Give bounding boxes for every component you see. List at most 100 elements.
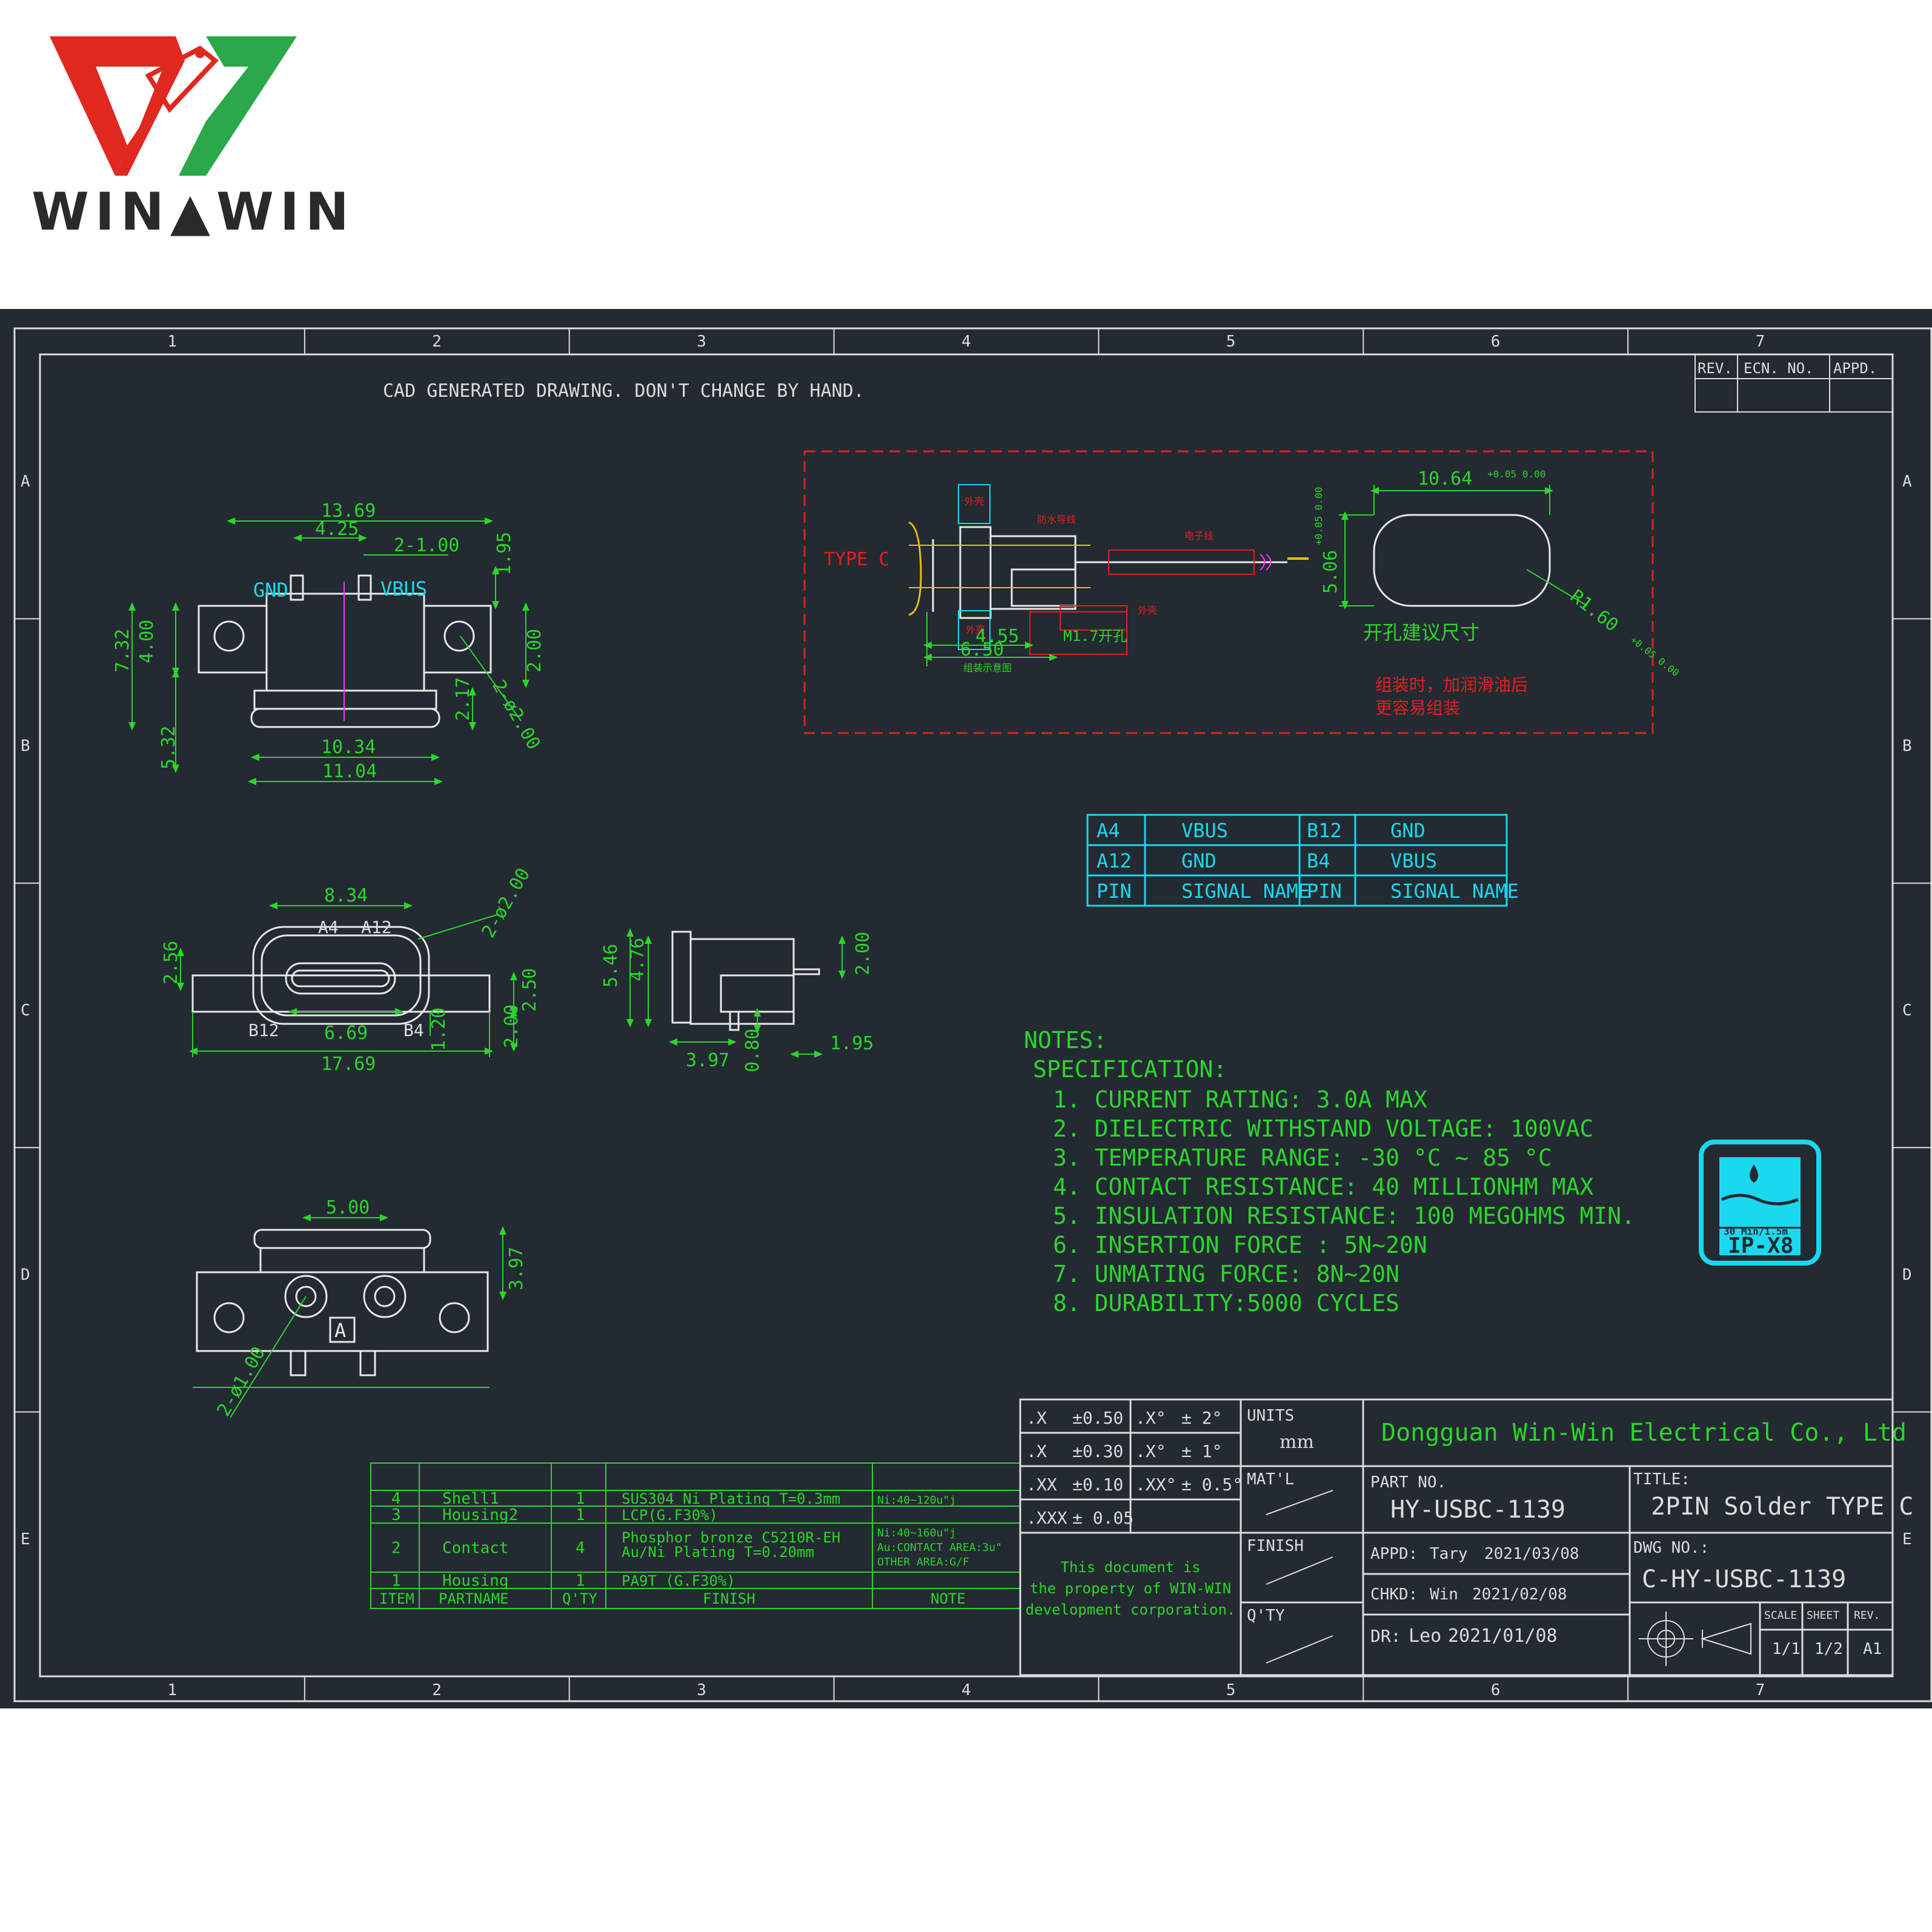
drawing-title: 2PIN Solder TYPE C	[1651, 1493, 1913, 1521]
tolerance-cell: ± 1°	[1181, 1441, 1222, 1461]
note-item: 8. DURABILITY:5000 CYCLES	[1053, 1290, 1399, 1316]
tolerance-cell: ±0.50	[1072, 1408, 1123, 1428]
tolerance-cell: ± 0.5°	[1181, 1475, 1243, 1495]
dim-10-64: 10.64	[1418, 468, 1472, 490]
ip-x8-badge	[1699, 1140, 1821, 1266]
zone-col-label: 1	[167, 333, 177, 351]
pin-table-cell: SIGNAL NAME	[1181, 880, 1310, 903]
dim-2-dia-2-00: 2-ø2.00	[488, 677, 545, 754]
label-waterproof-wire: 防水导线	[1037, 514, 1076, 525]
bom-partname: Contact	[442, 1539, 509, 1558]
tolerance-cell: .X°	[1135, 1441, 1166, 1461]
dim-0-80: 0.80	[742, 1029, 763, 1072]
bottom-mark-a: A	[334, 1319, 346, 1342]
dim-10-34: 10.34	[321, 737, 376, 758]
dim-r1-60-tol: +0.05 0.00	[1628, 634, 1682, 679]
pin-a12: A12	[361, 917, 392, 937]
bom-header: Q'TY	[562, 1590, 597, 1607]
pin-table-cell: GND	[1181, 849, 1217, 872]
zone-col-label: 2	[432, 333, 442, 351]
bom-qty: 1	[576, 1490, 585, 1508]
bom-item: 3	[391, 1506, 401, 1524]
bom-note: OTHER AREA:G/F	[877, 1556, 969, 1569]
appd-date: 2021/03/08	[1484, 1545, 1579, 1563]
bom-partname: Shell1	[442, 1490, 499, 1508]
label-shell-3: 外壳	[966, 624, 985, 636]
tolerance-cell: ± 0.05	[1072, 1508, 1134, 1528]
dim-5-06-tol: +0.05 0.00	[1313, 487, 1324, 545]
bom-partname: Housing	[442, 1572, 509, 1590]
note-item: 3. TEMPERATURE RANGE: -30 °C ~ 85 °C	[1053, 1144, 1552, 1171]
rev-col: REV.	[1698, 360, 1733, 377]
zone-row-label: B	[21, 737, 30, 755]
front-view	[177, 902, 517, 1388]
zone-row-label: A	[21, 473, 30, 491]
dim-5-00: 5.00	[326, 1197, 370, 1218]
dim-2-00-side: 2.00	[852, 932, 874, 975]
tolerance-cell: ±0.10	[1072, 1475, 1123, 1495]
bom-item: 4	[391, 1490, 401, 1508]
dr-name: Leo	[1409, 1625, 1441, 1647]
pin-table-cell: GND	[1390, 819, 1426, 842]
dim-6-50: 6.50	[960, 639, 1004, 660]
pin-table-cell: A4	[1097, 819, 1120, 842]
pin-b12: B12	[248, 1020, 279, 1040]
ip-badge-depth: 30 Min/1.5m	[1724, 1226, 1788, 1237]
signature-lines	[1266, 1490, 1333, 1664]
dim-2-50: 2.50	[519, 968, 540, 1012]
dr-date: 2021/01/08	[1448, 1625, 1558, 1647]
tolerance-cell: ±0.30	[1072, 1441, 1123, 1461]
pin-table-cell: SIGNAL NAME	[1390, 880, 1519, 903]
pin-table-cell: B12	[1307, 819, 1342, 842]
tolerance-cell: .X	[1026, 1441, 1047, 1461]
bom-note: Ni:40~160u"j	[877, 1527, 956, 1539]
mounting-detail	[803, 450, 1654, 734]
dim-5-06: 5.06	[1320, 550, 1341, 594]
bom-qty: 4	[576, 1539, 585, 1558]
bom-header: PARTNAME	[439, 1590, 509, 1607]
chkd-name: Win	[1430, 1585, 1458, 1604]
dim-2-17: 2.17	[453, 677, 474, 721]
bom-note: Ni:40~120u"j	[877, 1494, 956, 1507]
note-item: 4. CONTACT RESISTANCE: 40 MILLIONHM MAX	[1053, 1173, 1593, 1200]
dim-4-76: 4.76	[627, 938, 648, 981]
header-note: CAD GENERATED DRAWING. DON'T CHANGE BY H…	[383, 380, 865, 402]
pin-table-cell: PIN	[1307, 880, 1342, 903]
zone-row-label: D	[1902, 1266, 1912, 1284]
rev-label: REV.	[1854, 1609, 1880, 1622]
dim-11-04: 11.04	[322, 761, 377, 782]
zone-col-label: 4	[961, 333, 971, 351]
scale-label: SCALE	[1764, 1609, 1797, 1622]
pin-table	[1086, 814, 1508, 907]
dim-front-2-dia-2-00: 2-ø2.00	[478, 865, 535, 941]
units-value: mm	[1280, 1432, 1314, 1453]
tolerance-cell: ± 2°	[1181, 1408, 1222, 1428]
bom-table	[370, 1462, 1021, 1609]
note-item: 6. INSERTION FORCE : 5N~20N	[1053, 1232, 1427, 1258]
zone-row-label: E	[1902, 1530, 1912, 1549]
assembly-diagram-label: 组装示意图	[963, 662, 1012, 674]
bom-partname: Housing2	[442, 1506, 518, 1524]
logo-text: WIN▲WIN	[32, 182, 355, 242]
pin-table-cell: VBUS	[1390, 849, 1437, 872]
dim-2-00-front: 2.00	[501, 1004, 522, 1048]
inner-frame	[39, 353, 1894, 1678]
dim-4-25: 4.25	[315, 519, 359, 540]
appd-col: APPD.	[1833, 360, 1877, 377]
dim-1-95: 1.95	[494, 532, 515, 576]
dim-17-69: 17.69	[321, 1054, 376, 1075]
zone-col-label: 5	[1226, 333, 1236, 351]
rev-value: A1	[1863, 1640, 1882, 1658]
zone-col-label: 7	[1756, 333, 1765, 351]
sheet-value: 1/2	[1814, 1640, 1843, 1658]
zone-col-label: 7	[1756, 1681, 1765, 1699]
label-shell-2: 外壳	[1138, 605, 1157, 616]
note-item: 1. CURRENT RATING: 3.0A MAX	[1053, 1086, 1427, 1113]
zone-row-label: B	[1902, 737, 1912, 755]
notes-subtitle: SPECIFICATION:	[1033, 1056, 1227, 1083]
sheet-label: SHEET	[1807, 1609, 1839, 1622]
dim-4-55: 4.55	[975, 626, 1019, 647]
